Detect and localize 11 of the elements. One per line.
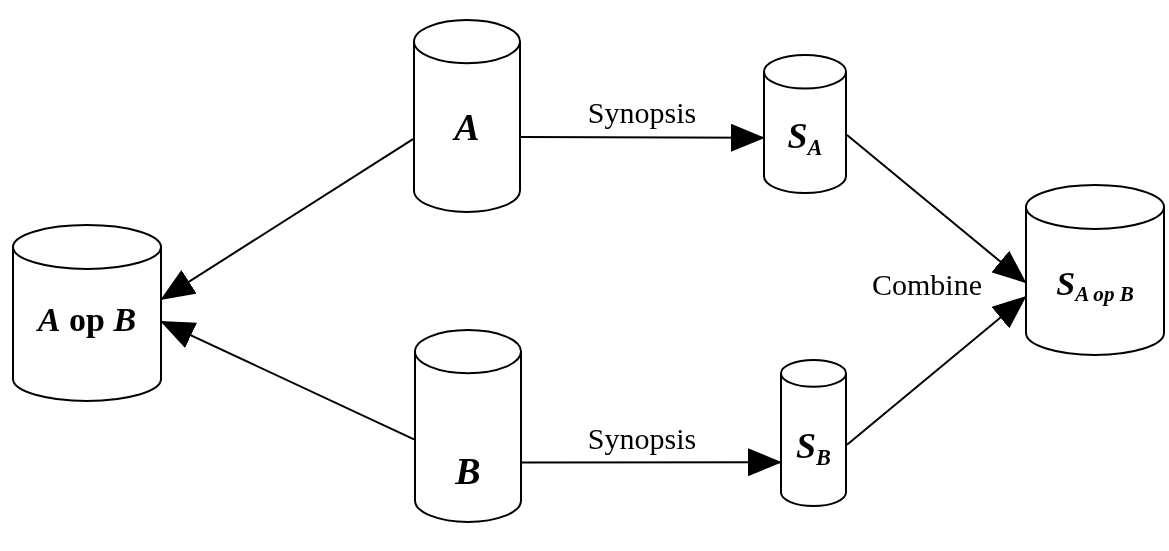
node-label: A op B: [35, 303, 138, 337]
node-label: A: [451, 108, 481, 146]
arrow: [520, 123, 765, 152]
text-label: Combine: [872, 270, 982, 300]
node-label: S$_{A op B}$: [1055, 267, 1135, 306]
arrow: [521, 448, 782, 477]
node-label: B: [454, 452, 482, 490]
arrow: [846, 134, 1027, 284]
node-label: S$_{A}$: [786, 118, 824, 159]
node-label: S$_{B}$: [795, 428, 832, 469]
arrow: [846, 295, 1027, 446]
